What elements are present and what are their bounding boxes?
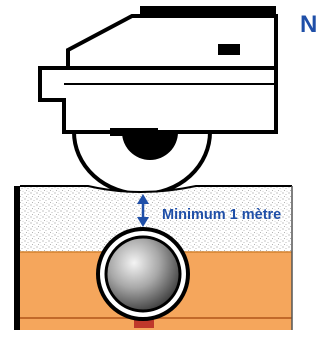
- roller-drum-axle: [110, 128, 158, 136]
- roller-lower-body: [38, 66, 278, 134]
- roller-window: [218, 44, 240, 55]
- trench-left-wall: [14, 186, 20, 330]
- clearance-arrow-up: [137, 194, 149, 204]
- roller-drum-hub: [122, 132, 178, 160]
- double-arrow-icon: [137, 194, 149, 227]
- clearance-arrow-down: [137, 217, 149, 227]
- pipe-cross-section-icon: [96, 227, 190, 321]
- pipe-support-block: [134, 318, 154, 328]
- road-roller-icon: [38, 6, 278, 196]
- roller-upper-body: [66, 14, 278, 70]
- pipe-inner: [104, 235, 182, 313]
- ground-surface-line: [20, 185, 292, 193]
- corner-letter: N: [300, 11, 317, 38]
- clearance-label: Minimum 1 mètre: [162, 207, 281, 223]
